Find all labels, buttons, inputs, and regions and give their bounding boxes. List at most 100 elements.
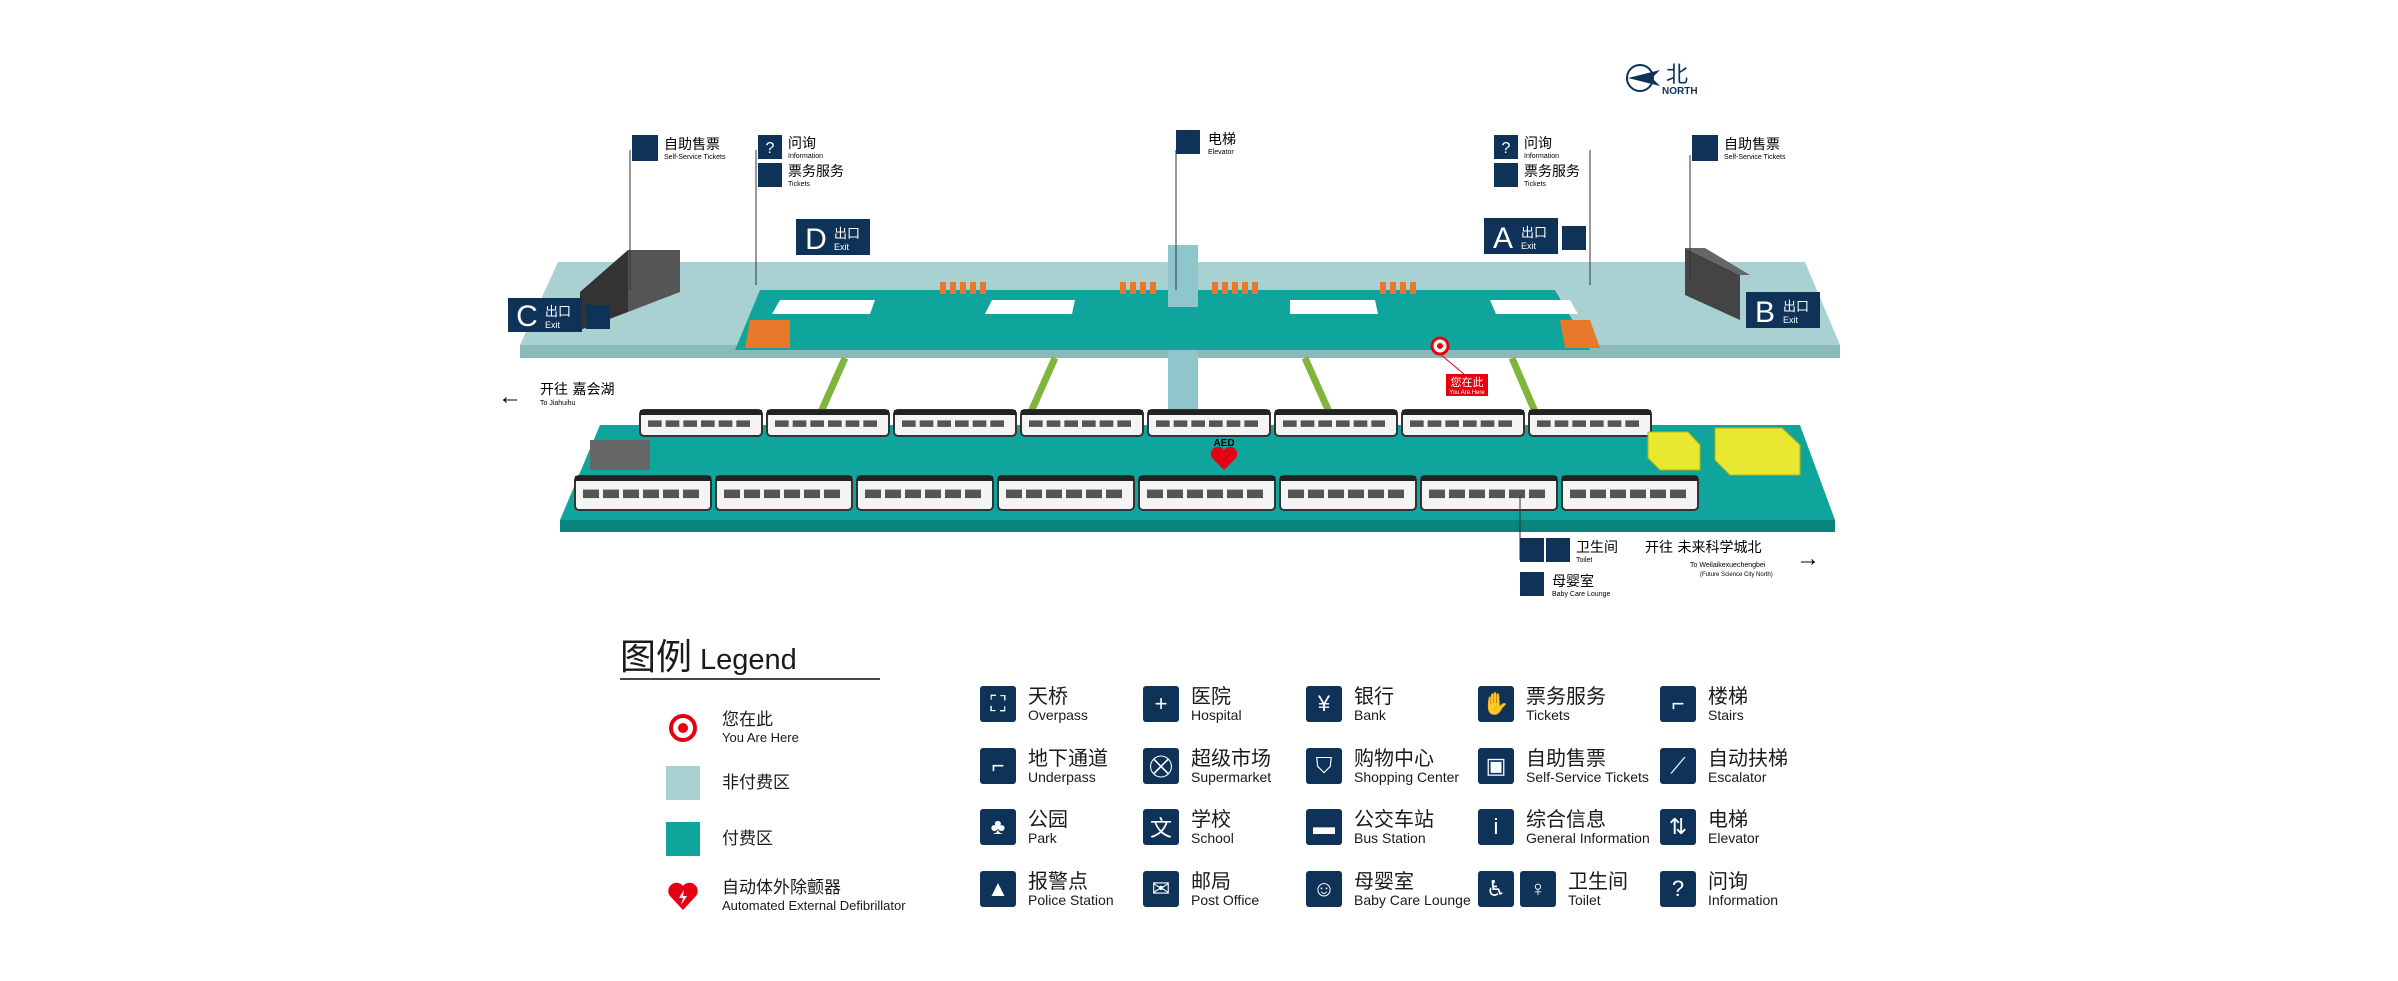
train-window: [683, 420, 697, 427]
service-label-en: Stairs: [1708, 707, 1744, 723]
service-label-cn: 电梯: [1708, 807, 1748, 831]
compass-ring-icon: [1626, 64, 1654, 92]
you-are-here-marker: 您在此 You Are Here: [1430, 336, 1488, 396]
train-window: [1489, 489, 1505, 499]
train-window: [775, 420, 789, 427]
unpaid-swatch: [666, 766, 700, 800]
toilet-en: Toilet: [1576, 557, 1592, 564]
exit-b-badge: B 出口 Exit: [1746, 292, 1820, 329]
callout-elevator: 电梯 Elevator: [1176, 130, 1236, 156]
aed-heart-icon: [668, 882, 698, 910]
escalator-icon: ⟋: [1660, 748, 1696, 784]
train-window: [1308, 489, 1324, 499]
train-window: [1029, 420, 1043, 427]
tickets-en: Tickets: [1524, 181, 1546, 188]
baby-care-icon: ☺: [1306, 871, 1342, 907]
train-window: [885, 489, 901, 499]
service-label-en: Bank: [1354, 707, 1386, 723]
platform-level: [560, 409, 1835, 532]
service-label-cn: 母婴室: [1354, 869, 1414, 893]
train-window: [1106, 489, 1122, 499]
train-window: [1371, 420, 1385, 427]
information-icon: ?: [1660, 871, 1696, 907]
train-window: [1283, 420, 1297, 427]
self-ticket-en: Self-Service Tickets: [664, 154, 726, 161]
paid-zone-concourse: [735, 290, 1590, 350]
train-roof: [894, 410, 1016, 415]
train-window: [1300, 420, 1315, 427]
underpass-icon: ⌐: [980, 748, 1016, 784]
train-roof: [1275, 410, 1397, 415]
paid-swatch: [666, 822, 700, 856]
info-cn: 问询: [788, 136, 816, 152]
park-icon: ♣: [980, 809, 1016, 845]
train-near-track: [574, 475, 1699, 511]
service-label-cn: 天桥: [1028, 684, 1068, 708]
service-label-en: Supermarket: [1191, 769, 1272, 785]
train-roof: [1148, 410, 1270, 415]
self-ticket-cn: 自助售票: [664, 137, 720, 153]
service-label-en: Bus Station: [1354, 830, 1426, 846]
train-window: [1509, 489, 1525, 499]
service-label-en: Post Office: [1191, 892, 1260, 908]
train-roof: [998, 476, 1134, 481]
train-window: [965, 489, 981, 499]
callout-self-ticket-east: 自助售票 Self-Service Tickets: [1692, 135, 1786, 161]
bus-station-icon: ▬: [1306, 809, 1342, 845]
service-label-cn: 医院: [1191, 684, 1231, 708]
train-window: [701, 420, 715, 427]
train-window: [1570, 489, 1586, 499]
train-window: [804, 489, 820, 499]
toilet-icon: [1520, 538, 1544, 562]
exit-a-letter: A: [1493, 222, 1513, 255]
service-label-cn: 超级市场: [1191, 746, 1271, 770]
service-label-cn: 综合信息: [1526, 807, 1606, 831]
shopping-center-icon: ⛉: [1306, 748, 1342, 784]
train-roof: [857, 476, 993, 481]
legend-item-cn: 自动体外除颤器: [722, 878, 841, 897]
service-label-cn: 邮局: [1191, 869, 1231, 893]
train-window: [905, 489, 921, 499]
service-label-cn: 地下通道: [1028, 746, 1108, 770]
train-window: [1187, 489, 1203, 499]
exit-c-building: [628, 250, 680, 312]
compass-cn: 北: [1666, 63, 1688, 88]
toilet-icon: ♿: [1478, 871, 1514, 907]
station-map: 北 NORTH: [498, 63, 1840, 598]
service-label-cn: 自助售票: [1526, 746, 1606, 770]
aed-label: AED: [1213, 438, 1234, 449]
service-label-en: Hospital: [1191, 707, 1242, 723]
train-window: [1572, 420, 1586, 427]
train-window: [1046, 420, 1061, 427]
exit-c-letter: C: [516, 300, 538, 333]
train-window: [1227, 489, 1243, 499]
fare-gates: [745, 282, 1600, 348]
concourse-level: [520, 245, 1840, 358]
train-window: [1537, 420, 1551, 427]
callout-lines: [629, 150, 1691, 560]
service-label-en: Baby Care Lounge: [1354, 892, 1471, 908]
exit-c-cn: 出口: [545, 305, 571, 320]
exit-b-letter: B: [1755, 296, 1775, 329]
direction-west: ← 开往 嘉会湖 To Jiahuihu: [498, 382, 614, 410]
train-window: [1427, 420, 1442, 427]
tickets-en: Tickets: [788, 181, 810, 188]
service-label-en: Tickets: [1526, 707, 1570, 723]
train-window: [1244, 420, 1258, 427]
tickets-icon: [1494, 163, 1518, 187]
direction-east: 开往 未来科学城北 To Weilaikexuechengbei (Future…: [1645, 540, 1820, 578]
tickets-icon: [758, 163, 782, 187]
you-are-here-en: You Are Here: [1449, 390, 1485, 396]
information-icon: [1494, 135, 1518, 159]
